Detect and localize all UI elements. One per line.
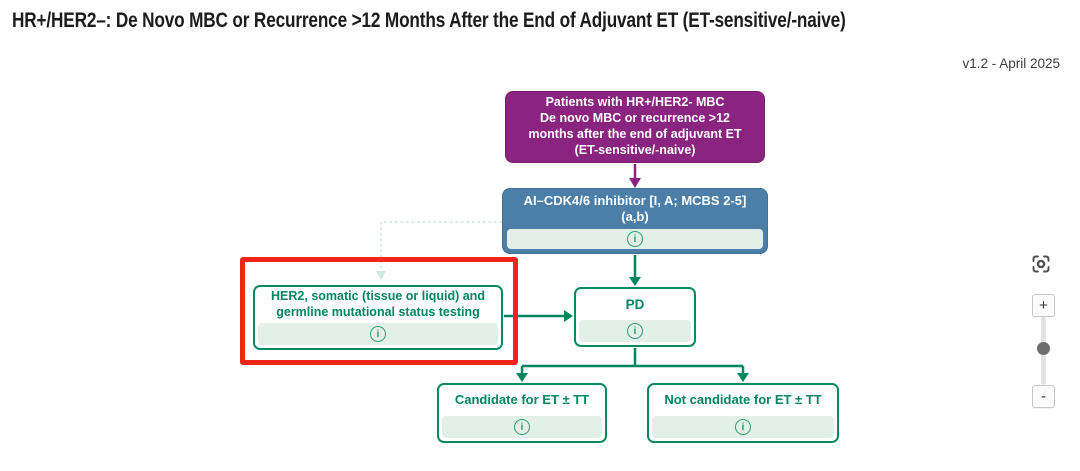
minus-icon: - bbox=[1041, 388, 1046, 405]
node-pd-label: PD bbox=[625, 296, 645, 312]
info-icon[interactable]: i bbox=[514, 419, 530, 435]
node-patients: Patients with HR+/HER2- MBC De novo MBC … bbox=[505, 91, 765, 163]
zoom-slider-handle[interactable] bbox=[1037, 342, 1050, 355]
node-her2-label: HER2, somatic (tissue or liquid) and ger… bbox=[271, 289, 485, 319]
node-not-candidate-et-tt[interactable]: Not candidate for ET ± TT i bbox=[647, 383, 839, 443]
node-not-candidate-label: Not candidate for ET ± TT bbox=[664, 392, 822, 408]
connector-dashed-cdk46-to-her2 bbox=[376, 221, 502, 280]
node-patients-label: Patients with HR+/HER2- MBC De novo MBC … bbox=[528, 95, 742, 157]
node-cdk46-label: AI–CDK4/6 inhibitor [I, A; MCBS 2-5] (a,… bbox=[523, 192, 747, 225]
info-icon[interactable]: i bbox=[370, 326, 386, 342]
info-icon[interactable]: i bbox=[627, 231, 643, 247]
node-cdk46-inhibitor[interactable]: AI–CDK4/6 inhibitor [I, A; MCBS 2-5] (a,… bbox=[502, 188, 768, 254]
node-pd[interactable]: PD i bbox=[574, 287, 696, 347]
version-label: v1.2 - April 2025 bbox=[962, 56, 1060, 71]
zoom-out-button[interactable]: - bbox=[1032, 385, 1055, 408]
focus-icon bbox=[1032, 255, 1050, 273]
not-candidate-info-strip[interactable]: i bbox=[652, 416, 834, 438]
zoom-in-button[interactable]: + bbox=[1032, 294, 1055, 317]
info-icon[interactable]: i bbox=[735, 419, 751, 435]
cdk46-info-strip[interactable]: i bbox=[507, 229, 763, 249]
reset-view-button[interactable] bbox=[1029, 252, 1053, 276]
info-icon[interactable]: i bbox=[627, 323, 643, 339]
arrow-patients-to-cdk46 bbox=[629, 164, 641, 188]
candidate-info-strip[interactable]: i bbox=[442, 416, 602, 438]
page-title: HR+/HER2–: De Novo MBC or Recurrence >12… bbox=[12, 8, 846, 32]
node-her2-testing[interactable]: HER2, somatic (tissue or liquid) and ger… bbox=[253, 285, 503, 350]
her2-info-strip[interactable]: i bbox=[258, 323, 498, 345]
plus-icon: + bbox=[1039, 297, 1048, 314]
pd-info-strip[interactable]: i bbox=[579, 320, 691, 342]
node-candidate-label: Candidate for ET ± TT bbox=[454, 392, 590, 408]
node-candidate-et-tt[interactable]: Candidate for ET ± TT i bbox=[437, 383, 607, 443]
